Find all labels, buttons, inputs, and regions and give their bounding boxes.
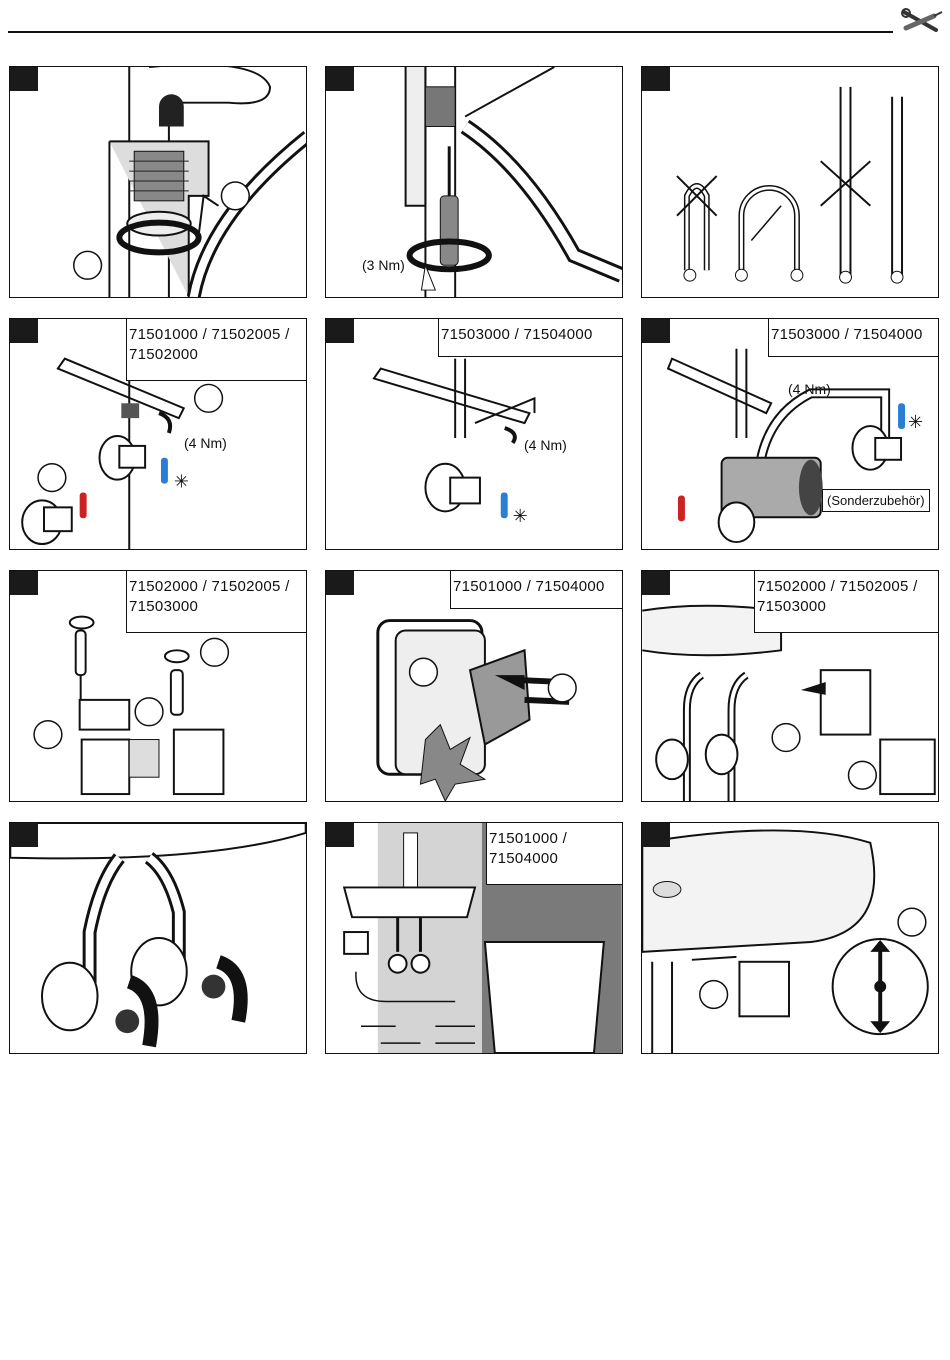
thermometer-cold-icon bbox=[161, 458, 168, 484]
step-panel-8: 71501000 / 71504000 bbox=[325, 570, 623, 802]
model-numbers-label: 71501000 / 71504000 bbox=[450, 571, 622, 609]
model-numbers-label: 71503000 / 71504000 bbox=[768, 319, 938, 357]
step-number-box bbox=[642, 319, 670, 343]
step-panel-6: 71503000 / 71504000 ✳ (4 Nm) (Sonderzube… bbox=[641, 318, 939, 550]
thermometer-hot-icon bbox=[678, 495, 685, 521]
step-panel-2: (3 Nm) bbox=[325, 66, 623, 298]
step-number-box bbox=[642, 823, 670, 847]
step-number-box bbox=[642, 67, 670, 91]
svg-text:✳: ✳ bbox=[513, 506, 528, 526]
model-numbers-label: 71501000 / 71504000 bbox=[486, 823, 622, 885]
model-numbers-label: 71503000 / 71504000 bbox=[438, 319, 622, 357]
step-number-box bbox=[326, 823, 354, 847]
model-numbers-label: 71502000 / 71502005 / 71503000 bbox=[126, 571, 306, 633]
step-number-box bbox=[10, 823, 38, 847]
step-panel-7: 71502000 / 71502005 / 71503000 bbox=[9, 570, 307, 802]
step-number-box bbox=[10, 67, 38, 91]
torque-label: (4 Nm) bbox=[788, 381, 831, 397]
svg-text:✳: ✳ bbox=[908, 412, 923, 432]
step-number-box bbox=[10, 571, 38, 595]
step-panel-4: 71501000 / 71502005 / 71502000 ✳ (4 Nm) bbox=[9, 318, 307, 550]
thermometer-hot-icon bbox=[80, 492, 87, 518]
illustration-open-valves bbox=[10, 823, 306, 1053]
step-number-box bbox=[10, 319, 38, 343]
step-panel-3 bbox=[641, 66, 939, 298]
step-number-box bbox=[642, 571, 670, 595]
model-numbers-label: 71501000 / 71502005 / 71502000 bbox=[126, 319, 306, 381]
step-panel-1 bbox=[9, 66, 307, 298]
step-panel-11: 71501000 / 71504000 bbox=[325, 822, 623, 1054]
step-panel-5: 71503000 / 71504000 ✳ (4 Nm) bbox=[325, 318, 623, 550]
step-panel-12 bbox=[641, 822, 939, 1054]
illustration-sensor-range bbox=[642, 823, 938, 1053]
step-number-box bbox=[326, 571, 354, 595]
thermometer-cold-icon bbox=[898, 403, 905, 429]
header-rule bbox=[8, 31, 893, 33]
step-number-box bbox=[326, 67, 354, 91]
step-panel-9: 71502000 / 71502005 / 71503000 bbox=[641, 570, 939, 802]
illustration-remove-nut bbox=[10, 67, 306, 297]
svg-text:✳: ✳ bbox=[174, 472, 189, 492]
illustration-hose-bending bbox=[642, 67, 938, 297]
wrench-screwdriver-icon bbox=[900, 6, 944, 38]
model-numbers-label: 71502000 / 71502005 / 71503000 bbox=[754, 571, 938, 633]
accessory-note: (Sonderzubehör) bbox=[822, 489, 930, 512]
step-panel-10 bbox=[9, 822, 307, 1054]
step-number-box bbox=[326, 319, 354, 343]
torque-label: (4 Nm) bbox=[524, 437, 567, 453]
torque-label: (3 Nm) bbox=[362, 257, 405, 273]
torque-label: (4 Nm) bbox=[184, 435, 227, 451]
thermometer-cold-icon bbox=[501, 492, 508, 518]
